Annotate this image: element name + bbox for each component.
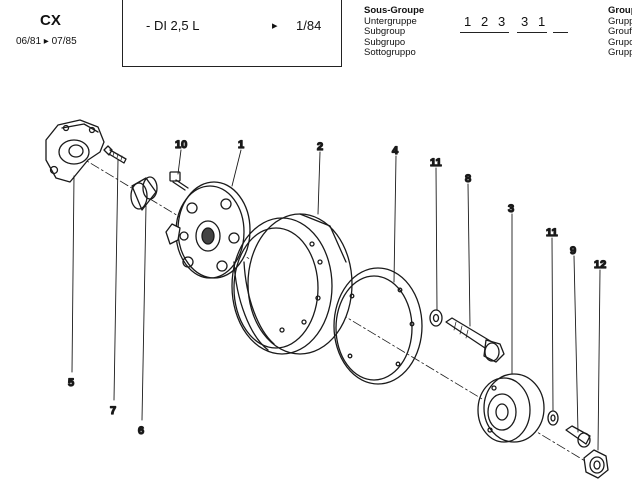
leader-lines — [71, 149, 601, 451]
group-label-de: Grupp — [608, 15, 632, 27]
callout-4: 4 — [392, 145, 399, 157]
shaft-part-8 — [445, 317, 505, 363]
subgroup-label-es: Subgrupo — [364, 36, 406, 48]
callout-3: 3 — [508, 203, 514, 215]
subgroup-digit-2: 2 — [481, 14, 489, 29]
bolt-part-7 — [103, 145, 127, 164]
washer-part-11-upper — [429, 309, 443, 327]
engine-label: - DI 2,5 L — [146, 18, 200, 33]
subgroup-digit-4: 3 — [521, 14, 529, 29]
washer-part-11-lower — [547, 410, 559, 426]
callout-2: 2 — [317, 141, 323, 153]
group-label-it: Grupp — [608, 47, 632, 58]
bolt-part-10 — [169, 171, 189, 191]
spacer-sleeve — [130, 176, 158, 211]
callout-10: 10 — [175, 139, 187, 151]
callout-8: 8 — [465, 173, 471, 185]
mounting-bracket — [45, 119, 105, 183]
screw-part-9 — [565, 425, 591, 448]
group-label-en: Grouf — [608, 26, 632, 37]
callout-12: 12 — [594, 259, 606, 271]
model-dates: 06/81 ▸ 07/85 — [16, 36, 77, 47]
subgroup-label-fr: Sous-Groupe — [364, 5, 425, 16]
subgroup-label-it: Sottogruppo — [364, 47, 416, 58]
pulley-hub — [165, 181, 251, 279]
header-box — [122, 0, 342, 67]
callout-1: 1 — [238, 139, 244, 151]
subgroup-label-de: Untergruppe — [364, 15, 417, 27]
gasket-ring — [333, 267, 423, 385]
callout-6: 6 — [138, 425, 144, 437]
subgroup-digit-1: 1 — [464, 14, 472, 29]
callout-11-upper: 11 — [430, 157, 442, 169]
callout-5: 5 — [68, 377, 74, 389]
group-labels: Group Grupp Grouf Grupo Grupp — [608, 5, 632, 59]
callout-9: 9 — [570, 245, 576, 257]
page-arrow-icon: ▸ — [272, 20, 278, 32]
nut-part-12 — [583, 449, 609, 479]
subgroup-underline-2 — [517, 32, 547, 33]
subgroup-digit-5: 1 — [538, 14, 546, 29]
callout-7: 7 — [110, 405, 116, 417]
page-number: 1/84 — [296, 18, 322, 33]
subgroup-labels: Sous-Groupe Untergruppe Subgroup Subgrup… — [364, 5, 425, 59]
pulley-rim — [231, 213, 353, 355]
subgroup-underline-1 — [460, 32, 509, 33]
subgroup-digit-3: 3 — [498, 14, 506, 29]
group-label-es: Grupo — [608, 36, 632, 48]
subgroup-underline-3 — [553, 32, 568, 33]
end-cap — [477, 373, 545, 443]
subgroup-label-en: Subgroup — [364, 26, 406, 37]
callout-11-lower: 11 — [546, 227, 558, 239]
model-name: CX — [40, 12, 61, 29]
group-label-fr: Group — [608, 5, 632, 16]
